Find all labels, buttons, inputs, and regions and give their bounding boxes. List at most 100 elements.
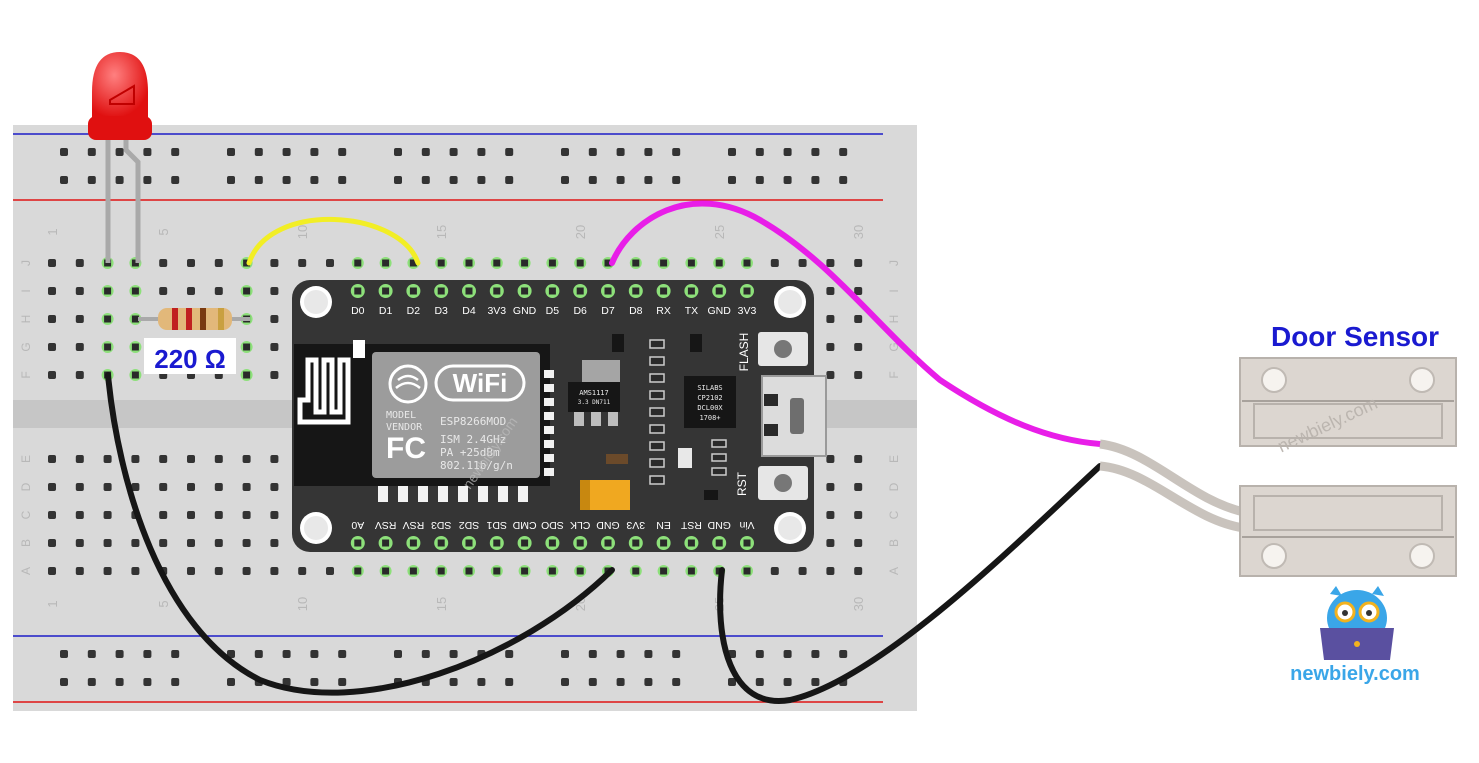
terminal-hole bbox=[770, 567, 779, 575]
terminal-hole bbox=[214, 511, 223, 519]
terminal-hole bbox=[826, 567, 835, 575]
terminal-hole bbox=[75, 455, 84, 463]
rail-hole bbox=[115, 148, 124, 156]
row-label: E bbox=[887, 455, 901, 463]
terminal-hole bbox=[854, 567, 863, 575]
terminal-hole bbox=[75, 483, 84, 491]
row-label: B bbox=[887, 539, 901, 547]
top-pin-label: D5 bbox=[546, 305, 560, 317]
terminal-hole bbox=[214, 483, 223, 491]
terminal-hole bbox=[270, 287, 279, 295]
terminal-hole bbox=[75, 287, 84, 295]
terminal-hole bbox=[214, 567, 223, 575]
usb-uart-chip bbox=[684, 376, 736, 428]
terminal-hole bbox=[854, 287, 863, 295]
usb-chip-brand-text: SILABS bbox=[697, 384, 722, 392]
chip-pa-text: PA +25dBm bbox=[440, 446, 500, 459]
terminal-hole bbox=[826, 287, 835, 295]
rail-hole bbox=[60, 678, 68, 686]
rail-hole bbox=[561, 176, 569, 184]
bottom-pin-label: RSV bbox=[375, 519, 397, 531]
regulator-tab bbox=[582, 360, 620, 382]
row-label: I bbox=[19, 289, 33, 292]
rail-hole bbox=[616, 176, 625, 184]
board-header-pins bbox=[350, 284, 754, 550]
bottom-pin-label: SDO bbox=[541, 519, 564, 531]
row-label: E bbox=[19, 455, 33, 463]
terminal-hole bbox=[187, 539, 195, 547]
rail-hole bbox=[672, 650, 681, 658]
terminal-hole bbox=[214, 259, 223, 267]
column-label: 10 bbox=[295, 597, 310, 611]
terminal-hole bbox=[798, 567, 807, 575]
terminal-hole bbox=[187, 567, 195, 575]
terminal-hole bbox=[854, 343, 863, 351]
top-pin-label: D6 bbox=[573, 305, 587, 317]
terminal-hole bbox=[75, 259, 84, 267]
rail-hole bbox=[588, 678, 597, 686]
bottom-pin-label: SD1 bbox=[486, 519, 507, 531]
rail-hole bbox=[477, 176, 486, 184]
column-label: 1 bbox=[45, 600, 60, 607]
terminal-hole bbox=[826, 455, 835, 463]
terminal-hole bbox=[187, 455, 195, 463]
terminal-hole bbox=[187, 511, 195, 519]
terminal-hole bbox=[103, 567, 112, 575]
row-label: D bbox=[887, 482, 901, 491]
red-led bbox=[88, 52, 152, 263]
rail-hole bbox=[616, 678, 625, 686]
rail-hole bbox=[60, 148, 68, 156]
rail-hole bbox=[87, 650, 96, 658]
terminal-hole bbox=[131, 567, 140, 575]
rail-hole bbox=[839, 176, 848, 184]
wifi-logo bbox=[434, 364, 526, 402]
terminal-hole bbox=[826, 315, 835, 323]
rail-holes bbox=[60, 148, 848, 686]
terminal-hole bbox=[159, 287, 168, 295]
rail-hole bbox=[728, 176, 736, 184]
terminal-hole bbox=[187, 287, 195, 295]
top-pin-label: 3V3 bbox=[738, 305, 757, 317]
top-pin-label: 3V3 bbox=[487, 305, 506, 317]
column-label: 25 bbox=[712, 225, 727, 239]
bottom-pin-label: CLK bbox=[570, 519, 590, 531]
rail-hole bbox=[616, 148, 625, 156]
terminal-hole bbox=[826, 371, 835, 379]
row-label: H bbox=[19, 315, 33, 324]
terminal-hole bbox=[103, 455, 112, 463]
chip-ism-text: ISM 2.4GHz bbox=[440, 433, 506, 446]
magenta-wire bbox=[609, 200, 1103, 447]
rail-hole bbox=[783, 176, 792, 184]
row-label: F bbox=[887, 371, 901, 378]
top-pin-label: D2 bbox=[407, 305, 421, 317]
rail-hole bbox=[310, 650, 319, 658]
rail-hole bbox=[421, 148, 430, 156]
terminal-hole bbox=[159, 511, 168, 519]
terminal-hole bbox=[103, 539, 112, 547]
smd-resistors bbox=[649, 339, 727, 485]
rail-hole bbox=[672, 176, 681, 184]
rail-hole bbox=[87, 176, 96, 184]
rail-hole bbox=[477, 678, 486, 686]
column-label: 20 bbox=[573, 225, 588, 239]
terminal-hole bbox=[854, 371, 863, 379]
terminal-hole bbox=[270, 539, 279, 547]
resistor bbox=[138, 308, 250, 330]
rail-hole bbox=[171, 176, 180, 184]
rail-hole bbox=[839, 148, 848, 156]
fcc-logo-icon: FC bbox=[386, 432, 426, 465]
rail-hole bbox=[282, 176, 291, 184]
rail-hole bbox=[143, 650, 152, 658]
terminal-hole bbox=[270, 483, 279, 491]
rail-hole bbox=[282, 148, 291, 156]
row-label: D bbox=[19, 482, 33, 491]
rail-hole bbox=[644, 148, 653, 156]
terminal-hole bbox=[131, 483, 140, 491]
bottom-pin-label: SD2 bbox=[459, 519, 480, 531]
rail-hole bbox=[310, 148, 319, 156]
rail-hole bbox=[561, 650, 569, 658]
terminal-hole bbox=[75, 539, 84, 547]
